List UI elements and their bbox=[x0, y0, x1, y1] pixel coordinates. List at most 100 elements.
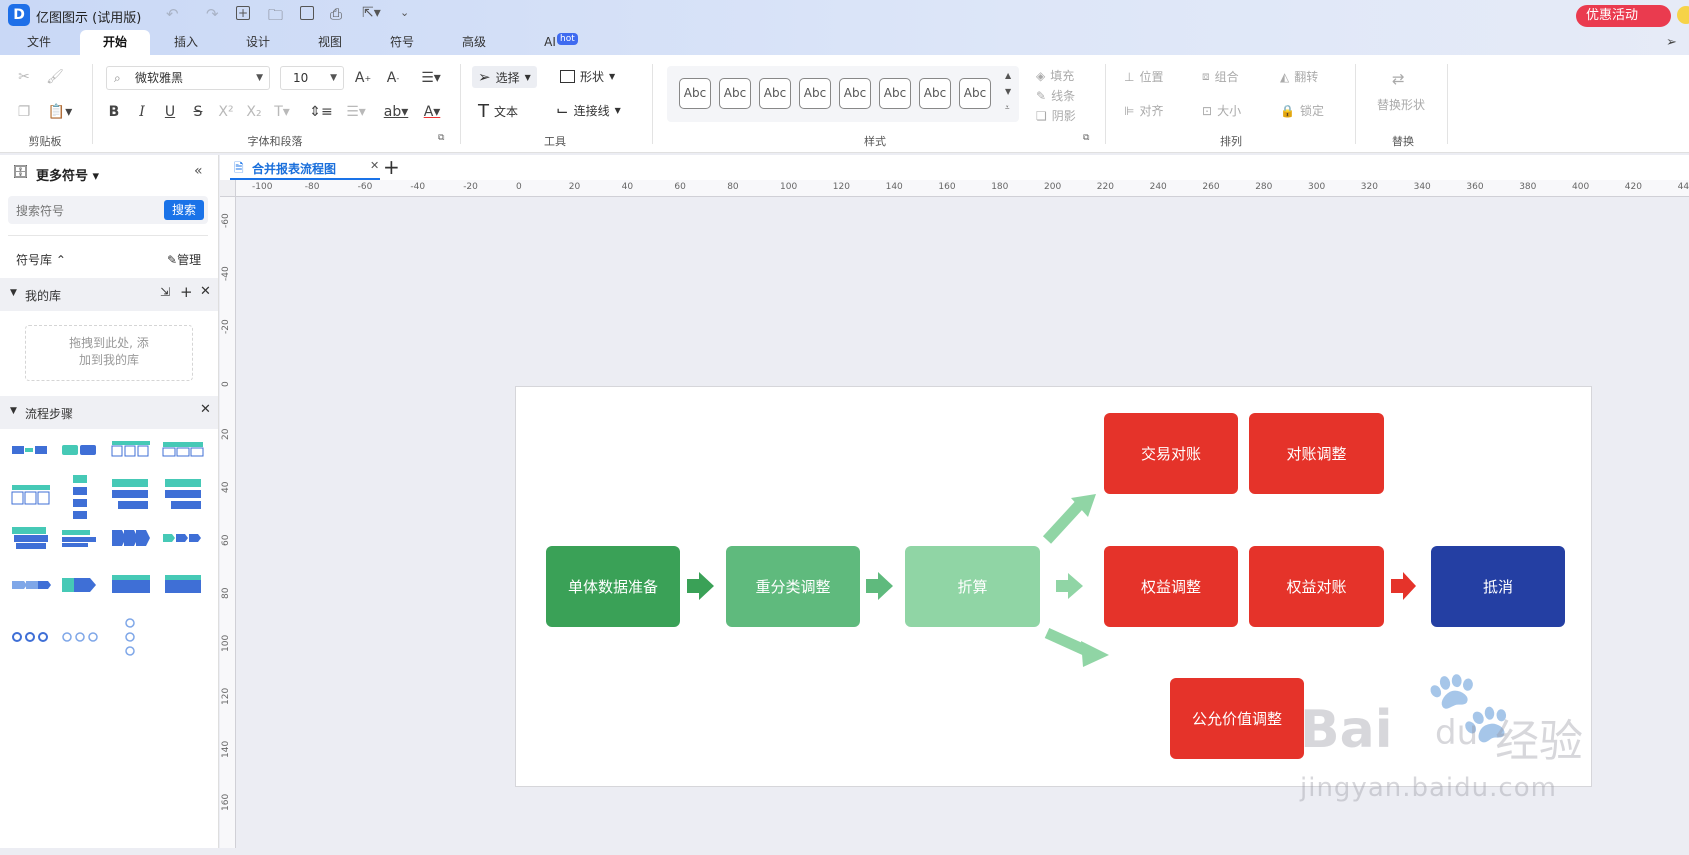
paste-icon[interactable]: 📋▾ bbox=[47, 104, 73, 120]
flow-node-fair-value-adjustment[interactable]: 公允价值调整 bbox=[1170, 678, 1304, 759]
copy-icon[interactable]: ❐ bbox=[17, 104, 31, 120]
format-painter-icon[interactable]: 🖌 bbox=[46, 69, 64, 85]
thumb-symbol[interactable] bbox=[12, 581, 51, 589]
text-tool-button[interactable]: T 文本 bbox=[478, 101, 518, 122]
thumb-symbol[interactable] bbox=[12, 527, 48, 549]
search-input[interactable] bbox=[14, 201, 158, 221]
flow-node-equity-adjustment[interactable]: 权益调整 bbox=[1104, 546, 1238, 627]
arrow-connector[interactable] bbox=[1042, 494, 1096, 544]
tab-view[interactable]: 视图 bbox=[309, 30, 351, 55]
flow-node-translation[interactable]: 折算 bbox=[905, 546, 1040, 627]
style-swatch[interactable]: Abc bbox=[759, 78, 791, 109]
fill-button[interactable]: ◈填充 bbox=[1036, 67, 1074, 84]
flow-node-elimination[interactable]: 抵消 bbox=[1431, 546, 1565, 627]
text-style-icon[interactable]: T▾ bbox=[274, 104, 290, 120]
my-library-drop-zone[interactable]: 拖拽到此处, 添 加到我的库 bbox=[25, 325, 193, 381]
open-folder-icon[interactable]: 🗀 bbox=[268, 6, 284, 24]
font-size-select[interactable]: 10 ▼ bbox=[280, 66, 344, 90]
print-icon[interactable]: ⎙ bbox=[330, 5, 343, 23]
thumb-symbol[interactable] bbox=[111, 441, 150, 457]
arrow-connector[interactable] bbox=[687, 572, 714, 600]
style-swatch[interactable]: Abc bbox=[799, 78, 831, 109]
style-swatch[interactable]: Abc bbox=[919, 78, 951, 109]
thumb-symbol[interactable] bbox=[62, 445, 96, 455]
flow-steps-header[interactable]: ▼ 流程步骤 ✕ bbox=[0, 396, 218, 429]
arrow-connector[interactable] bbox=[1391, 572, 1416, 600]
thumb-symbol[interactable] bbox=[62, 530, 96, 547]
thumb-symbol[interactable] bbox=[112, 479, 148, 509]
italic-icon[interactable]: I bbox=[139, 104, 145, 120]
tab-ai[interactable]: AI bbox=[535, 30, 565, 55]
tab-design[interactable]: 设计 bbox=[237, 30, 279, 55]
save-icon[interactable] bbox=[300, 6, 314, 20]
group-button[interactable]: ⧈组合 bbox=[1202, 68, 1239, 85]
thumb-symbol[interactable] bbox=[62, 632, 98, 642]
increase-font-icon[interactable]: A+ bbox=[354, 70, 372, 86]
style-swatch[interactable]: Abc bbox=[719, 78, 751, 109]
thumb-symbol[interactable] bbox=[165, 575, 201, 593]
thumb-symbol[interactable] bbox=[73, 475, 87, 519]
collapse-panel-icon[interactable]: « bbox=[194, 163, 203, 179]
line-button[interactable]: ✎线条 bbox=[1036, 87, 1075, 104]
arrow-connector[interactable] bbox=[866, 572, 893, 600]
thumb-symbol[interactable] bbox=[11, 485, 50, 505]
export-icon[interactable]: ⇱▾ bbox=[362, 5, 381, 21]
connector-tool-button[interactable]: ⌙ 连接线 ▼ bbox=[556, 101, 621, 119]
promo-button[interactable]: 优惠活动 bbox=[1576, 5, 1671, 27]
subscript-icon[interactable]: X₂ bbox=[246, 104, 262, 120]
close-icon[interactable]: ✕ bbox=[200, 402, 211, 417]
style-swatch[interactable]: Abc bbox=[679, 78, 711, 109]
select-tool-button[interactable]: ➢ 选择 ▼ bbox=[472, 66, 537, 88]
style-swatch[interactable]: Abc bbox=[879, 78, 911, 109]
flip-button[interactable]: ◭翻转 bbox=[1280, 68, 1318, 85]
close-icon[interactable]: ✕ bbox=[200, 284, 211, 299]
arrow-connector[interactable] bbox=[1056, 573, 1083, 599]
thumb-symbol[interactable] bbox=[163, 534, 201, 542]
font-dialog-launcher-icon[interactable]: ⧉ bbox=[438, 133, 445, 143]
style-swatch[interactable]: Abc bbox=[839, 78, 871, 109]
replace-shape-icon[interactable]: ⇄ bbox=[1392, 70, 1405, 88]
flow-node-reconciliation-adjustment[interactable]: 对账调整 bbox=[1249, 413, 1384, 494]
symbol-library-label[interactable]: 符号库 ⌃ bbox=[16, 251, 66, 268]
share-icon[interactable]: ➢ bbox=[1666, 35, 1677, 50]
new-file-icon[interactable]: + bbox=[236, 6, 250, 20]
shadow-button[interactable]: ❏阴影 bbox=[1036, 107, 1076, 124]
line-spacing-icon[interactable]: ⇕≡ bbox=[309, 104, 333, 120]
style-swatch[interactable]: Abc bbox=[959, 78, 991, 109]
tab-insert[interactable]: 插入 bbox=[165, 30, 207, 55]
undo-icon[interactable]: ↶ bbox=[166, 5, 179, 23]
flow-node-reclassification[interactable]: 重分类调整 bbox=[726, 546, 860, 627]
user-avatar[interactable] bbox=[1677, 6, 1689, 24]
add-icon[interactable]: + bbox=[180, 283, 193, 301]
manage-button[interactable]: ✎管理 bbox=[167, 251, 201, 268]
font-family-select[interactable]: ⌕ 微软雅黑 ▼ bbox=[106, 66, 270, 90]
cut-icon[interactable]: ✂ bbox=[18, 69, 30, 85]
more-symbols-dropdown[interactable]: 更多符号 ▾ bbox=[36, 169, 100, 184]
close-tab-icon[interactable]: ✕ bbox=[370, 159, 380, 172]
arrow-connector[interactable] bbox=[1044, 627, 1109, 667]
thumb-symbol[interactable] bbox=[12, 446, 47, 454]
flow-node-transaction-reconciliation[interactable]: 交易对账 bbox=[1104, 413, 1238, 494]
decrease-font-icon[interactable]: A- bbox=[386, 70, 400, 86]
thumb-symbol[interactable] bbox=[165, 479, 201, 509]
document-tab[interactable]: 🗎 合并报表流程图 ✕ bbox=[230, 155, 380, 180]
position-button[interactable]: ⊥位置 bbox=[1124, 68, 1163, 85]
replace-shape-button[interactable]: 替换形状 bbox=[1377, 98, 1426, 112]
my-library-header[interactable]: ▼ 我的库 ⇲ + ✕ bbox=[0, 278, 218, 311]
thumb-symbol[interactable] bbox=[112, 575, 150, 593]
new-tab-icon[interactable]: + bbox=[383, 155, 400, 179]
quick-access-more-icon[interactable]: ⌄ bbox=[400, 6, 410, 19]
redo-icon[interactable]: ↷ bbox=[206, 5, 219, 23]
tab-home[interactable]: 开始 bbox=[80, 30, 150, 55]
flow-node-single-data-prep[interactable]: 单体数据准备 bbox=[546, 546, 680, 627]
flow-node-equity-reconciliation[interactable]: 权益对账 bbox=[1249, 546, 1384, 627]
thumb-symbol[interactable] bbox=[125, 618, 135, 656]
gallery-scroll-icon[interactable]: ▲▼⩡ bbox=[1005, 71, 1012, 112]
tab-symbol[interactable]: 符号 bbox=[381, 30, 423, 55]
font-color-icon[interactable]: A▾ bbox=[423, 104, 441, 120]
bullet-list-icon[interactable]: ☰▾ bbox=[346, 104, 366, 120]
strikethrough-icon[interactable]: S bbox=[193, 104, 203, 120]
search-button[interactable]: 搜索 bbox=[164, 200, 204, 220]
thumb-symbol[interactable] bbox=[12, 632, 48, 642]
superscript-icon[interactable]: X² bbox=[218, 104, 234, 120]
